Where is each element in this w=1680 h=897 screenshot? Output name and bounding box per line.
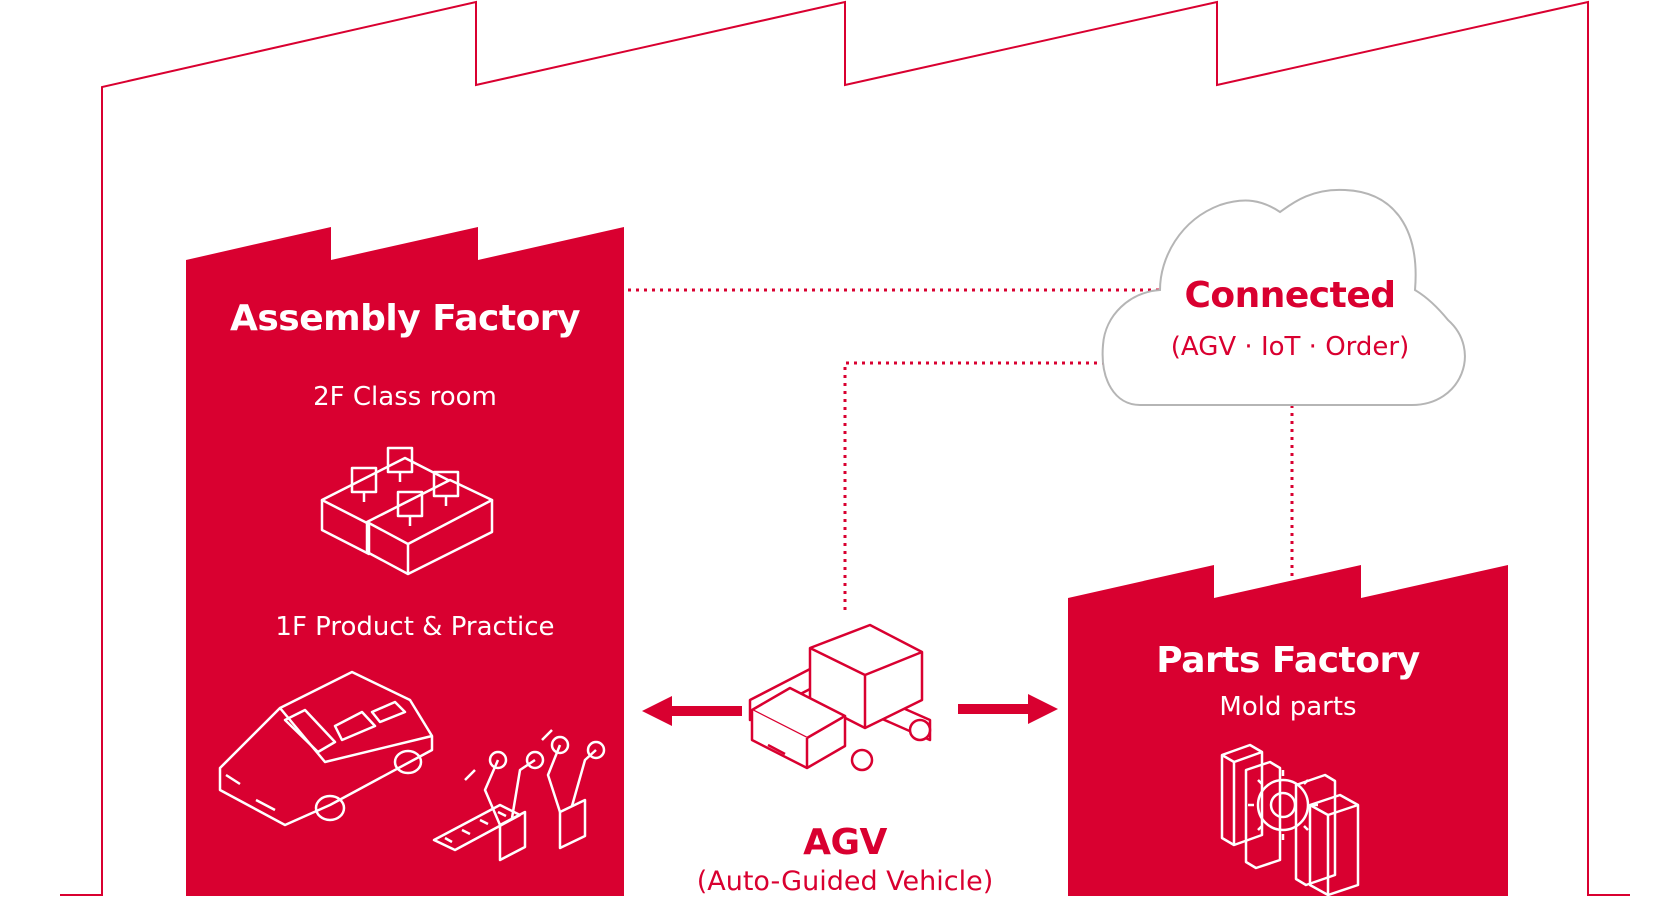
cloud-title: Connected <box>1184 275 1396 316</box>
agv-subtitle: (Auto-Guided Vehicle) <box>696 866 994 897</box>
cloud-subtitle: (AGV · IoT · Order) <box>1170 332 1410 362</box>
agv-truck-icon <box>748 623 932 772</box>
mold-machine-icon <box>1220 743 1360 896</box>
assembly-1f-label: 1F Product & Practice <box>275 612 555 642</box>
car-icon <box>218 670 434 827</box>
assembly-factory-title: Assembly Factory <box>229 298 581 339</box>
assembly-2f-label: 2F Class room <box>313 382 497 412</box>
arrow-right-icon <box>958 694 1058 724</box>
dotted-connections <box>628 288 1294 610</box>
agv-title: AGV <box>803 822 887 863</box>
classroom-desks-icon <box>320 446 494 576</box>
arrow-left-icon <box>642 696 742 726</box>
outer-factory-outline <box>60 0 1630 896</box>
parts-factory-building <box>1068 565 1508 896</box>
cloud-icon <box>1101 188 1466 406</box>
parts-factory-title: Parts Factory <box>1156 640 1420 681</box>
parts-factory-subtitle: Mold parts <box>1219 692 1357 722</box>
robot-arm-icon <box>432 729 606 862</box>
